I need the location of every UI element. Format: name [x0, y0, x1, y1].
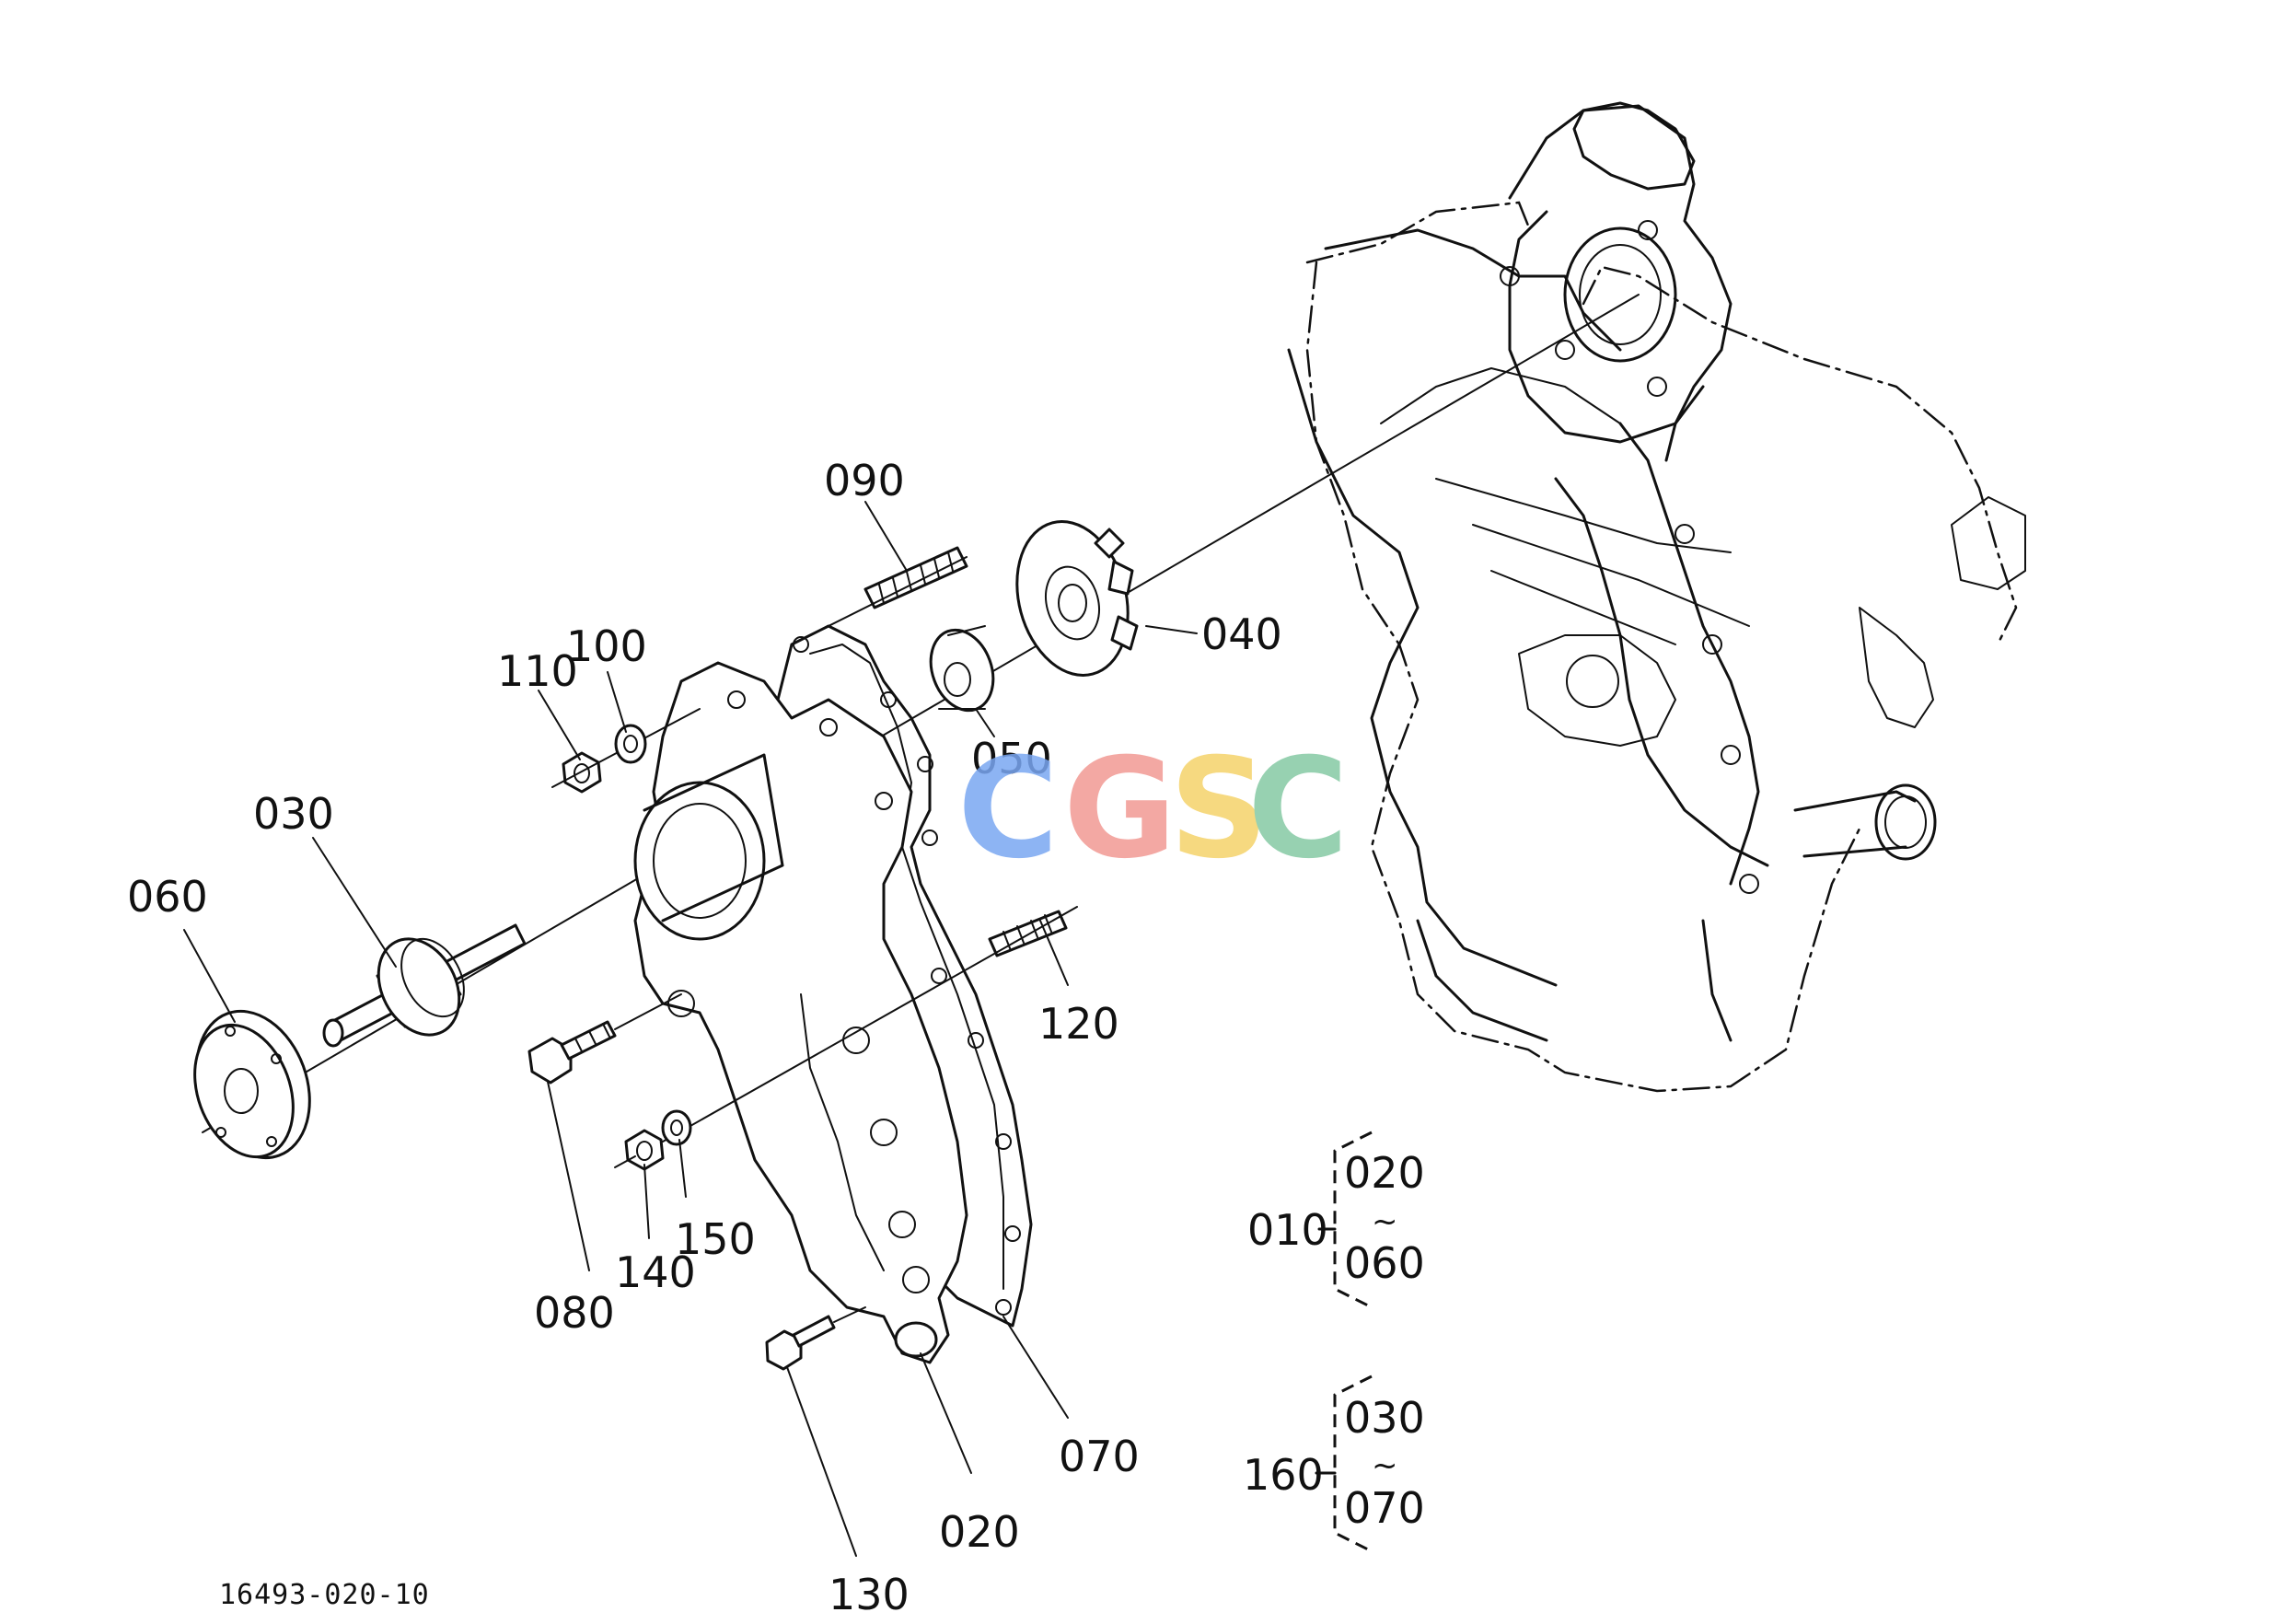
assembly-group-010: 010 020 ~ 060 [1247, 1131, 1425, 1309]
group-160-tilde: ~ [1372, 1447, 1398, 1484]
watermark-letter-3: S [1169, 729, 1269, 889]
label-070: 070 [1059, 1432, 1140, 1481]
assembly-group-160: 160 030 ~ 070 [1243, 1375, 1425, 1553]
watermark-letter-4: C [1247, 729, 1349, 889]
label-040: 040 [1201, 609, 1282, 659]
pump-body-020 [633, 661, 968, 1364]
gasket-holes [793, 636, 1021, 1316]
group-160-from: 030 [1344, 1393, 1425, 1443]
watermark-letter-1: C [957, 729, 1059, 889]
seal-050 [929, 625, 995, 713]
engine-block [1287, 101, 2026, 1093]
stud-120 [662, 906, 1078, 1143]
shaft-bearing-030 [322, 923, 527, 1048]
label-080: 080 [534, 1288, 615, 1338]
part-labels: 090 040 050 110 100 030 060 120 080 140 … [127, 456, 1282, 1619]
label-130: 130 [829, 1570, 910, 1619]
leader-lines [183, 501, 1198, 1557]
washer-150 [661, 1109, 692, 1146]
label-020: 020 [939, 1507, 1020, 1557]
watermark-letter-2: G [1063, 729, 1176, 889]
washer-100 [614, 724, 647, 764]
group-160-parent: 160 [1243, 1450, 1324, 1500]
label-150: 150 [675, 1214, 756, 1264]
label-110: 110 [497, 646, 578, 696]
group-010-parent: 010 [1247, 1205, 1328, 1255]
bolt-080 [527, 993, 682, 1085]
nut-140 [614, 1129, 665, 1171]
label-050: 050 [971, 734, 1052, 783]
drawing-number: 16493-020-10 [219, 1579, 430, 1611]
group-010-to: 060 [1344, 1238, 1425, 1288]
impeller-040 [1015, 520, 1139, 677]
label-140: 140 [615, 1247, 696, 1297]
label-100: 100 [566, 621, 647, 671]
stud-090 [791, 546, 968, 645]
label-060: 060 [127, 872, 208, 922]
group-010-tilde: ~ [1372, 1203, 1398, 1240]
flange-060 [193, 1009, 311, 1160]
label-120: 120 [1038, 999, 1119, 1049]
group-010-from: 020 [1344, 1148, 1425, 1198]
group-160-to: 070 [1344, 1483, 1425, 1533]
label-090: 090 [824, 456, 905, 505]
bolt-130 [765, 1306, 866, 1371]
cgsc-watermark-logo: C G S C [957, 729, 1349, 889]
label-030: 030 [253, 789, 334, 839]
